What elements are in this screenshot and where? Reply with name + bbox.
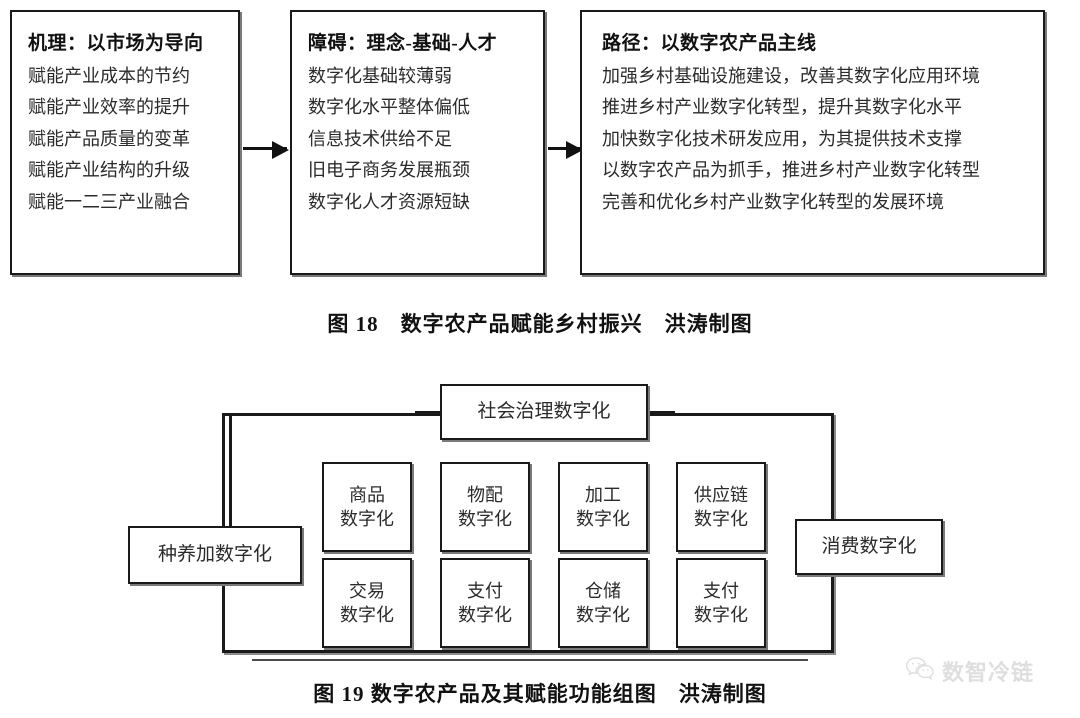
grid-node-supply-chain: 供应链 数字化 [676, 462, 766, 552]
obstacle-panel-line-5: 数字化人才资源短缺 [308, 191, 470, 212]
mechanism-panel-line-5: 赋能一二三产业融合 [28, 191, 190, 212]
planting-breeding-processing-node-label: 种养加数字化 [157, 544, 272, 566]
obstacle-panel-line-1: 数字化基础较薄弱 [308, 66, 452, 86]
grid-node-logistics: 物配 数字化 [440, 462, 530, 552]
grid-node-payment-1-label: 支付 数字化 [458, 580, 512, 625]
arrow-mechanism-to-obstacle [243, 141, 289, 159]
consumption-node-label: 消费数字化 [821, 536, 917, 558]
path-panel: 路径：以数字农产品主线 加强乡村基础设施建设，改善其数字化应用环境 推进乡村产业… [580, 10, 1045, 275]
wechat-icon [905, 656, 935, 687]
obstacle-panel-title: 障碍：理念-基础-人才 [308, 33, 498, 54]
obstacle-panel-line-2: 数字化水平整体偏低 [308, 97, 470, 118]
grid-node-payment-1: 支付 数字化 [440, 558, 530, 648]
figure-19-divider [252, 659, 808, 661]
grid-node-warehousing-label: 仓储 数字化 [576, 580, 630, 625]
mechanism-panel: 机理：以市场为导向 赋能产业成本的节约 赋能产业效率的提升 赋能产品质量的变革 … [10, 10, 240, 275]
grid-node-logistics-label: 物配 数字化 [458, 484, 512, 529]
grid-node-commodity: 商品 数字化 [322, 462, 412, 552]
grid-node-supply-chain-label: 供应链 数字化 [694, 484, 748, 529]
grid-node-transaction: 交易 数字化 [322, 558, 412, 648]
grid-node-payment-2-label: 支付 数字化 [694, 580, 748, 625]
mechanism-panel-line-2: 赋能产业效率的提升 [28, 97, 190, 118]
grid-node-processing: 加工 数字化 [558, 462, 648, 552]
consumption-node: 消费数字化 [795, 519, 943, 575]
grid-node-warehousing: 仓储 数字化 [558, 558, 648, 648]
mechanism-panel-line-1: 赋能产业成本的节约 [28, 66, 190, 86]
path-panel-line-5: 完善和优化乡村产业数字化转型的发展环境 [602, 191, 944, 212]
mechanism-panel-line-3: 赋能产品质量的变革 [28, 128, 190, 149]
obstacle-panel-line-3: 信息技术供给不足 [308, 128, 452, 149]
connector-top-node-right [645, 411, 675, 414]
mechanism-panel-line-4: 赋能产业结构的升级 [28, 160, 190, 181]
path-panel-line-4: 以数字农产品为抓手，推进乡村产业数字化转型 [602, 160, 980, 181]
connector-right-node-vertical [831, 413, 834, 528]
figure-18-caption: 图 18 数字农产品赋能乡村振兴 洪涛制图 [327, 312, 753, 336]
grid-node-transaction-label: 交易 数字化 [340, 580, 394, 625]
grid-node-commodity-label: 商品 数字化 [340, 484, 394, 529]
social-governance-node: 社会治理数字化 [440, 384, 648, 440]
watermark: 数智冷链 [905, 655, 1034, 687]
connector-left-node-vertical [229, 413, 232, 538]
arrow-obstacle-to-path [548, 141, 583, 159]
social-governance-node-label: 社会治理数字化 [477, 401, 611, 423]
path-panel-line-1: 加强乡村基础设施建设，改善其数字化应用环境 [602, 66, 980, 86]
planting-breeding-processing-node: 种养加数字化 [128, 526, 302, 584]
path-panel-line-2: 推进乡村产业数字化转型，提升其数字化水平 [602, 97, 962, 118]
grid-node-payment-2: 支付 数字化 [676, 558, 766, 648]
grid-node-processing-label: 加工 数字化 [576, 484, 630, 529]
watermark-label: 数智冷链 [942, 660, 1035, 685]
path-panel-title: 路径：以数字农产品主线 [602, 33, 817, 54]
obstacle-panel-line-4: 旧电子商务发展瓶颈 [308, 160, 470, 181]
mechanism-panel-title: 机理：以市场为导向 [28, 33, 204, 54]
connector-top-node-left [415, 411, 445, 414]
obstacle-panel: 障碍：理念-基础-人才 数字化基础较薄弱 数字化水平整体偏低 信息技术供给不足 … [290, 10, 545, 275]
figure-19-caption: 图 19 数字农产品及其赋能功能组图 洪涛制图 [313, 682, 767, 706]
path-panel-line-3: 加快数字化技术研发应用，为其提供技术支撑 [602, 128, 962, 149]
